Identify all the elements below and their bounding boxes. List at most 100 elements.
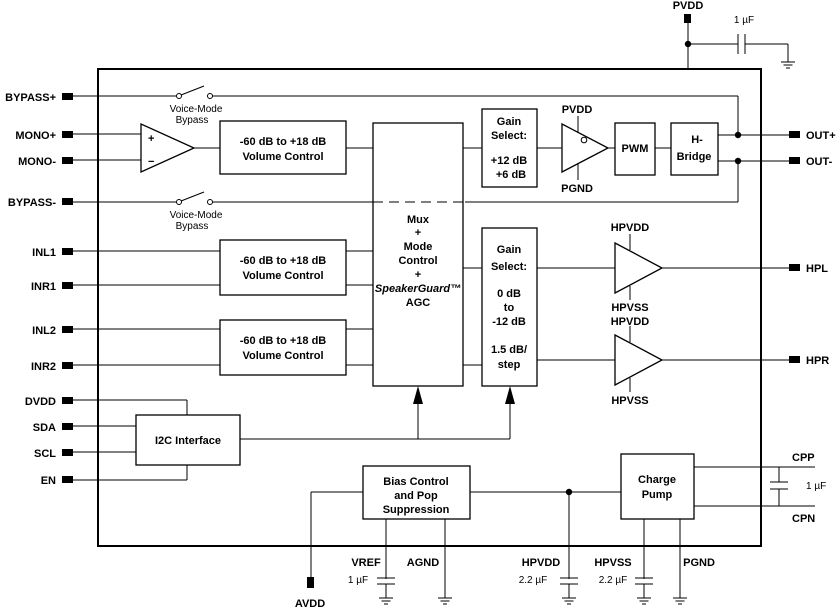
pin-bypass-plus-label: BYPASS+ — [5, 92, 56, 104]
pin-en-label: EN — [41, 475, 56, 487]
pin-out-plus-label: OUT+ — [806, 130, 836, 142]
gain-hp-line4: to — [504, 302, 515, 314]
spk-amp-pgnd: PGND — [561, 183, 593, 195]
pin-mono-plus — [62, 131, 73, 138]
mux-line1: Mux — [407, 214, 430, 226]
gain-select-headphone — [481, 227, 538, 387]
bias-control-block — [362, 465, 471, 520]
cap-pvdd-label: 1 µF — [734, 15, 754, 26]
pin-inl2-label: INL2 — [32, 325, 56, 337]
ground-icon — [379, 597, 393, 605]
pin-inr2-label: INR2 — [31, 361, 56, 373]
volume-control-2 — [219, 239, 347, 296]
hbridge-line2: Bridge — [677, 151, 712, 163]
pin-scl — [62, 449, 73, 456]
hbridge-line1: H- — [691, 134, 703, 146]
pin-bypass-plus — [62, 93, 73, 100]
ground-icon — [781, 61, 795, 69]
volume-control-1 — [219, 120, 347, 175]
pin-hpr-label: HPR — [806, 355, 829, 367]
opamp-minus: − — [148, 156, 154, 168]
pin-pvdd-label: PVDD — [673, 0, 704, 12]
cp-line2: Pump — [642, 489, 673, 501]
pin-inr1-label: INR1 — [31, 281, 56, 293]
gain-spk-line4: +6 dB — [496, 169, 526, 181]
cap-vref-label: 1 µF — [348, 575, 368, 586]
gain-hp-line7: step — [498, 359, 521, 371]
pin-inl2 — [62, 326, 73, 333]
opamp-plus: + — [148, 133, 154, 145]
pin-inr1 — [62, 282, 73, 289]
hp-amp-r-top: HPVDD — [611, 316, 650, 328]
charge-pump-block — [620, 453, 695, 520]
switch-top-label-1: Voice-Mode — [170, 104, 223, 115]
pin-inl1 — [62, 248, 73, 255]
volume-1-line1: -60 dB to +18 dB — [240, 136, 327, 148]
pin-sda-label: SDA — [33, 422, 56, 434]
cap-hpvdd-label: 2.2 µF — [519, 575, 548, 586]
i2c-label: I2C Interface — [155, 435, 221, 447]
ground-icon — [438, 597, 452, 605]
headphone-amp-left — [614, 241, 664, 295]
pin-dvdd-label: DVDD — [25, 396, 56, 408]
i2c-interface-block — [135, 414, 241, 466]
pwm-block — [614, 122, 656, 176]
switch-top-label-2: Bypass — [176, 115, 209, 126]
ground-icon — [562, 597, 576, 605]
headphone-amp-right — [614, 333, 664, 387]
pin-out-plus — [789, 131, 800, 138]
volume-2-line2: Volume Control — [242, 270, 323, 282]
gain-hp-line2: Select: — [491, 261, 527, 273]
volume-2-line1: -60 dB to +18 dB — [240, 255, 327, 267]
pin-sda — [62, 423, 73, 430]
chip-outline — [97, 68, 762, 547]
gain-hp-line1: Gain — [497, 244, 522, 256]
bypass-switch-top — [180, 85, 205, 96]
pin-hpvdd-label: HPVDD — [522, 557, 561, 569]
pin-mono-minus — [62, 157, 73, 164]
speaker-amp — [561, 122, 610, 174]
spk-amp-pvdd: PVDD — [562, 104, 593, 116]
bias-line1: Bias Control — [383, 476, 448, 488]
mux-line5: + — [415, 269, 421, 281]
mux-line6: SpeakerGuard™ — [375, 283, 461, 295]
pin-out-minus-label: OUT- — [806, 156, 833, 168]
gain-hp-line5: -12 dB — [492, 316, 526, 328]
pin-mono-plus-label: MONO+ — [15, 130, 56, 142]
pin-vref-label: VREF — [351, 557, 381, 569]
mux-line3: Mode — [404, 241, 433, 253]
gain-spk-line2: Select: — [491, 130, 527, 142]
gain-select-speaker — [481, 108, 538, 188]
bias-line2: and Pop — [394, 490, 438, 502]
mux-line2: + — [415, 227, 421, 239]
pin-hpvss-label: HPVSS — [594, 557, 631, 569]
h-bridge-block — [670, 122, 719, 176]
pin-pgnd-label: PGND — [683, 557, 715, 569]
gain-hp-line3: 0 dB — [497, 288, 521, 300]
ground-icon — [673, 597, 687, 605]
volume-3-line2: Volume Control — [242, 350, 323, 362]
gain-hp-line6: 1.5 dB/ — [491, 344, 527, 356]
pin-hpl — [789, 264, 800, 271]
mux-line7: AGC — [406, 297, 431, 309]
switch-bot-label-1: Voice-Mode — [170, 210, 223, 221]
arrow-up-icon — [505, 386, 515, 404]
pin-bypass-minus — [62, 198, 73, 205]
pin-bypass-minus-label: BYPASS- — [8, 197, 56, 209]
hp-amp-l-top: HPVDD — [611, 222, 650, 234]
mux-line4: Control — [398, 255, 437, 267]
pin-cpp-label: CPP — [792, 452, 815, 464]
switch-bot-label-2: Bypass — [176, 221, 209, 232]
cap-hpvss-label: 2.2 µF — [599, 575, 628, 586]
left-pins: BYPASS+ MONO+ MONO- BYPASS- INL1 INR1 IN… — [5, 92, 73, 487]
gain-spk-line3: +12 dB — [491, 155, 527, 167]
pin-agnd-label: AGND — [407, 557, 439, 569]
volume-3-line1: -60 dB to +18 dB — [240, 335, 327, 347]
mono-opamp — [140, 122, 196, 174]
pin-dvdd — [62, 397, 73, 404]
volume-1-line2: Volume Control — [242, 151, 323, 163]
volume-control-3 — [219, 319, 347, 376]
bypass-switch-bottom — [180, 191, 205, 202]
arrow-up-icon — [413, 386, 423, 404]
